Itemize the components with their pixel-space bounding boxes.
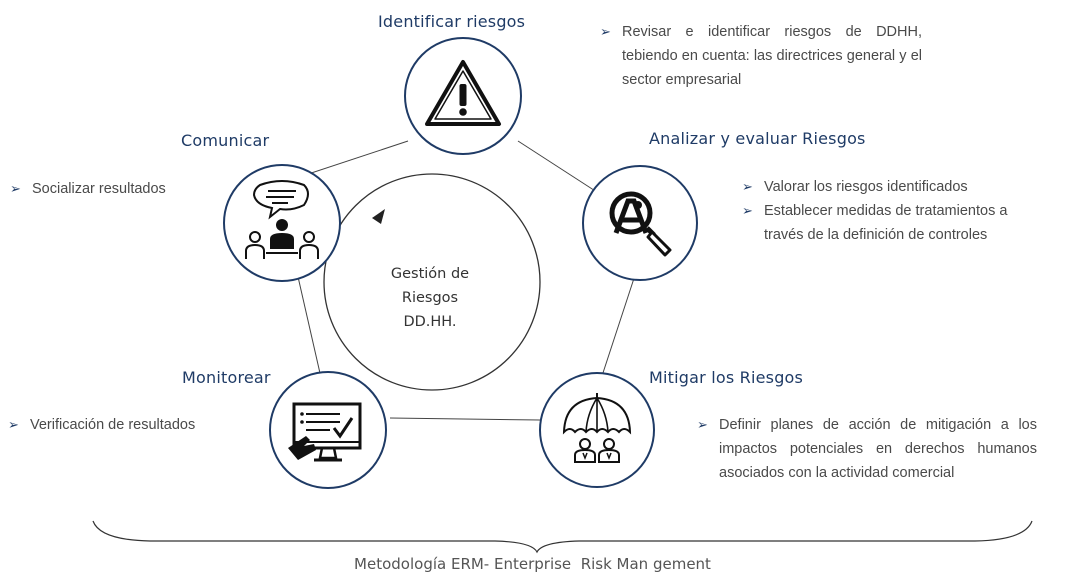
footer-caption: Metodología ERM- Enterprise Risk Man gem… [354,555,711,573]
bullet-arrow-icon: ➢ [600,24,611,39]
team-communication-icon [245,180,319,259]
title-analizar: Analizar y evaluar Riesgos [649,129,866,148]
center-label: Gestión de Riesgos DD.HH. [375,262,485,334]
bullet-item: ➢ Valorar los riesgos identificados [742,175,1042,199]
bullet-arrow-icon: ➢ [697,417,708,432]
title-comunicar: Comunicar [181,131,270,150]
umbrella-protection-icon [562,393,632,463]
bullets-monitorear: ➢ Verificación de resultados [8,413,258,437]
bullets-comunicar: ➢ Socializar resultados [10,177,210,201]
bullet-item: ➢ Establecer medidas de tratamientos a tr… [742,199,1042,247]
cycle-arrow [372,209,385,224]
bullet-item: ➢ Revisar e identificar riesgos de DDHH, … [600,20,922,92]
bullets-identificar: ➢ Revisar e identificar riesgos de DDHH, … [600,20,922,92]
center-cycle-circle [323,173,541,391]
magnifier-search-icon [609,191,672,257]
center-label-line2: Riesgos DD.HH. [401,290,459,330]
bullet-item: ➢ Verificación de resultados [8,413,258,437]
bullet-text: Socializar resultados [32,181,166,197]
bullet-item: ➢ Socializar resultados [10,177,210,201]
bullets-analizar: ➢ Valorar los riesgos identificados ➢ Esta… [742,175,1042,247]
center-label-line1: Gestión de [390,266,470,282]
bullet-text: Establecer medidas de tratamientos a tra… [764,203,1008,243]
warning-triangle-icon [425,60,501,126]
bottom-brace [92,520,1033,554]
bullet-text: Verificación de resultados [30,417,196,433]
bullet-text: Valorar los riesgos identificados [764,179,968,195]
bullet-arrow-icon: ➢ [10,181,21,196]
monitor-checklist-icon [288,402,362,462]
title-identificar: Identificar riesgos [378,12,526,31]
title-monitorear: Monitorear [182,368,271,387]
bullet-text: Revisar e identificar riesgos de DDHH, t… [622,24,922,88]
bullets-mitigar: ➢ Definir planes de acción de mitigación … [697,413,1037,485]
bullet-arrow-icon: ➢ [742,179,753,194]
bullet-arrow-icon: ➢ [8,417,19,432]
bullet-arrow-icon: ➢ [742,203,753,218]
bullet-text: Definir planes de acción de mitigación a… [719,417,1037,481]
title-mitigar: Mitigar los Riesgos [649,368,804,387]
bullet-item: ➢ Definir planes de acción de mitigación … [697,413,1037,485]
